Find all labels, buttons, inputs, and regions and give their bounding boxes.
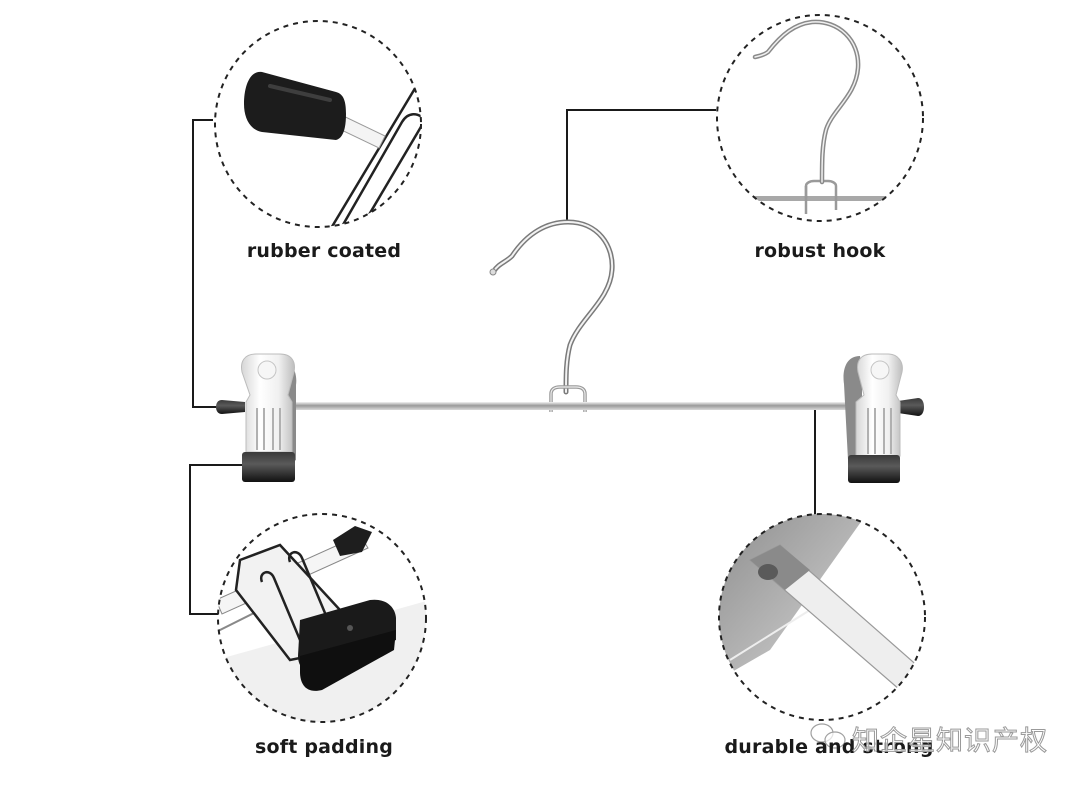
right-rubber-cap — [898, 398, 924, 416]
label-rubber-coated: rubber coated — [246, 240, 402, 262]
padding-closeup — [218, 514, 426, 722]
label-robust-hook: robust hook — [754, 240, 886, 262]
right-clip-pad — [848, 455, 900, 483]
hook-closeup — [717, 15, 923, 221]
left-rubber-cap — [216, 400, 245, 414]
callout-rubber-coated — [214, 20, 422, 228]
main-hanger — [216, 219, 924, 483]
label-durable-and-strong: durable and strong — [724, 736, 934, 758]
connector-durable-strong — [814, 406, 836, 523]
callout-robust-hook — [716, 14, 924, 222]
connector-rubber-coated — [192, 119, 220, 408]
right-clip — [843, 353, 903, 483]
label-soft-padding: soft padding — [255, 736, 393, 758]
rubber-cap-icon — [244, 71, 346, 140]
rubber-cap-closeup — [215, 21, 421, 227]
metal-bar — [285, 402, 855, 410]
dashed-circle-rubber-coated — [214, 20, 422, 228]
watermark-text: 知企星知识产权 — [852, 726, 1048, 758]
dashed-circle-durable-strong — [718, 513, 926, 721]
callout-soft-padding — [217, 513, 427, 723]
connector-soft-padding — [189, 464, 246, 615]
bar-closeup — [719, 514, 925, 720]
left-clip — [241, 353, 297, 482]
callout-durable-strong — [718, 513, 926, 721]
left-clip-pad — [242, 452, 295, 482]
wechat-icon — [810, 723, 846, 749]
dashed-circle-soft-padding — [217, 513, 427, 723]
connector-robust-hook — [566, 109, 716, 223]
dashed-circle-robust-hook — [716, 14, 924, 222]
